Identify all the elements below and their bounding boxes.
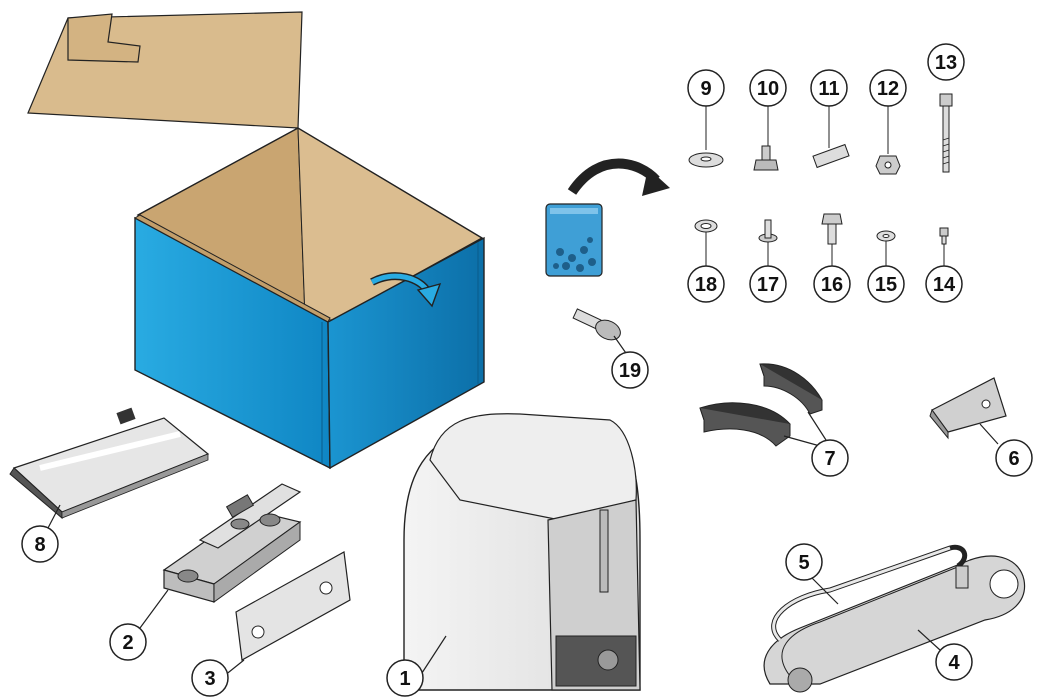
- callout-number: 19: [619, 360, 641, 382]
- callout-2: 2: [110, 624, 146, 660]
- callout-9: 9: [688, 70, 724, 106]
- callout-6: 6: [996, 440, 1032, 476]
- callout-18: 18: [688, 266, 724, 302]
- callout-16: 16: [814, 266, 850, 302]
- callout-number: 18: [695, 274, 717, 296]
- callout-number: 17: [757, 274, 779, 296]
- callout-number: 10: [757, 78, 779, 100]
- callout-7: 7: [812, 440, 848, 476]
- callout-3: 3: [192, 660, 228, 696]
- callout-17: 17: [750, 266, 786, 302]
- callout-number: 15: [875, 274, 897, 296]
- callout-number: 4: [948, 652, 960, 674]
- box-illustration: [28, 12, 484, 468]
- callout-14: 14: [926, 266, 962, 302]
- callout-number: 8: [34, 534, 45, 556]
- hardware-parts-illustration: [689, 94, 952, 270]
- hardware-bag-illustration: [546, 164, 670, 277]
- callout-19: 19: [612, 352, 648, 388]
- callout-1: 1: [387, 660, 423, 696]
- callout-10: 10: [750, 70, 786, 106]
- callout-number: 14: [933, 274, 956, 296]
- callout-number: 9: [700, 78, 711, 100]
- callout-number: 5: [798, 552, 809, 574]
- callout-number: 11: [818, 78, 839, 100]
- callout-number: 16: [821, 274, 843, 296]
- callout-number: 3: [204, 668, 215, 690]
- callout-15: 15: [868, 266, 904, 302]
- motor-unit-illustration: [404, 414, 640, 690]
- callout-number: 6: [1008, 448, 1019, 470]
- callout-number: 7: [824, 448, 835, 470]
- callout-4: 4: [936, 644, 972, 680]
- manual-illustration: [10, 408, 208, 528]
- release-key-illustration: [573, 309, 628, 356]
- callout-12: 12: [870, 70, 906, 106]
- stops-illustration: [700, 364, 826, 446]
- callout-11: 11: [811, 70, 847, 106]
- callout-5: 5: [786, 544, 822, 580]
- callout-number: 13: [935, 52, 957, 74]
- callout-number: 12: [877, 78, 899, 100]
- callout-number: 2: [122, 632, 133, 654]
- callout-13: 13: [928, 44, 964, 80]
- callout-number: 1: [399, 668, 410, 690]
- callout-8: 8: [22, 526, 58, 562]
- bracket-illustration: [930, 378, 1006, 444]
